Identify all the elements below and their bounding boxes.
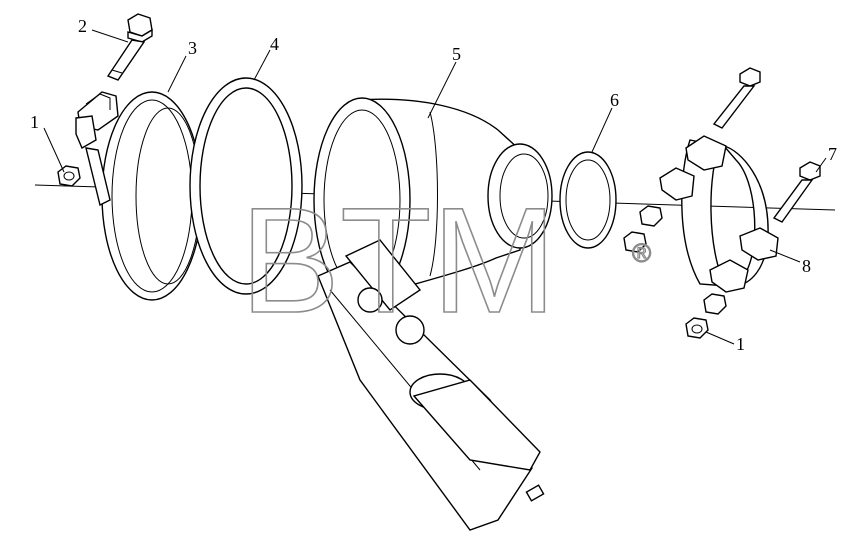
callout-8: 8 xyxy=(802,256,811,276)
leader-lines xyxy=(43,29,827,345)
callout-4: 4 xyxy=(270,34,279,54)
part-3-clamp-ring xyxy=(75,91,203,301)
watermark-registered-mark: ® xyxy=(632,238,651,268)
callout-1-left: 1 xyxy=(30,112,39,132)
callout-labels: 1 2 3 4 5 6 7 8 1 xyxy=(30,16,837,354)
watermark-text: BTM xyxy=(240,176,557,344)
btm-watermark: BTM ® xyxy=(239,175,652,345)
part-7-bolt-upper xyxy=(712,67,761,129)
callout-3: 3 xyxy=(188,38,197,58)
part-5-valve-body xyxy=(313,97,553,531)
part-8-clamp-right xyxy=(659,135,779,293)
callout-7: 7 xyxy=(828,144,837,164)
part-4-gasket xyxy=(189,77,303,295)
callout-1-right: 1 xyxy=(736,334,745,354)
callout-5: 5 xyxy=(452,44,461,64)
part-2-bolt xyxy=(106,13,153,81)
callout-2: 2 xyxy=(78,16,87,36)
part-7-bolt xyxy=(772,161,821,223)
part-1-nut-left xyxy=(57,165,81,187)
part-1-nuts-right xyxy=(623,205,727,339)
callout-6: 6 xyxy=(610,90,619,110)
part-6-seal-ring xyxy=(559,151,617,249)
